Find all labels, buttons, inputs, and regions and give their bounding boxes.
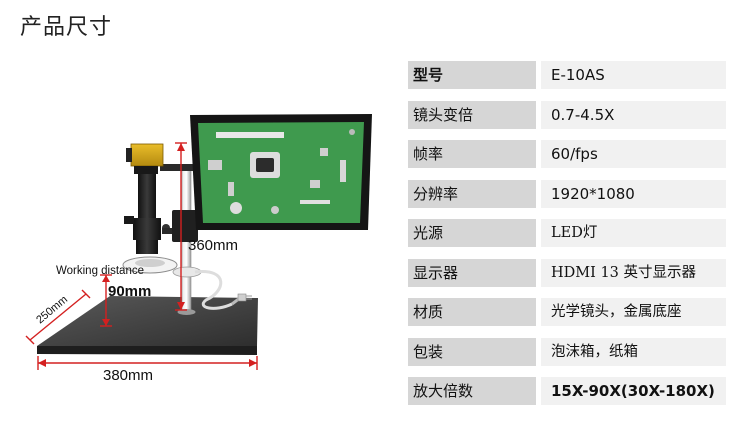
width-label: 380mm (103, 367, 153, 384)
spec-value: 15X-90X(30X-180X) (541, 377, 726, 405)
monitor (190, 114, 372, 230)
spec-value: 60/fps (541, 140, 726, 168)
dimension-width (37, 356, 258, 370)
spec-row-zoom: 镜头变倍 0.7-4.5X (408, 100, 728, 129)
spec-row-display: 显示器 HDMI 13 英寸显示器 (408, 258, 728, 287)
spec-label: 材质 (408, 298, 536, 326)
spec-label: 光源 (408, 219, 536, 247)
spec-row-light-source: 光源 LED灯 (408, 219, 728, 247)
camera-body (126, 143, 164, 174)
spec-row-material: 材质 光学镜头，金属底座 (408, 298, 728, 326)
spec-value: 光学镜头，金属底座 (541, 298, 726, 326)
product-illustration: 360mm Working distance 90mm 250mm 380mm (25, 114, 372, 384)
working-distance-value: 90mm (108, 283, 151, 300)
spec-value: E-10AS (541, 61, 726, 89)
power-cable (194, 270, 233, 310)
dimension-depth (25, 289, 91, 345)
ring-light (122, 256, 202, 278)
spec-row-resolution: 分辨率 1920*1080 (408, 179, 728, 208)
spec-label: 帧率 (408, 140, 536, 168)
spec-label: 放大倍数 (408, 377, 536, 405)
spec-row-model: 型号 E-10AS (408, 61, 728, 89)
working-distance-caption: Working distance (56, 265, 144, 277)
dimension-height (175, 142, 187, 311)
spec-value: LED灯 (541, 219, 726, 247)
spec-row-magnification: 放大倍数 15X-90X(30X-180X) (408, 377, 728, 405)
height-label: 360mm (188, 237, 238, 254)
spec-value: 0.7-4.5X (541, 100, 726, 129)
spec-label: 包装 (408, 337, 536, 366)
stand-base (37, 296, 258, 355)
spec-label: 显示器 (408, 258, 536, 287)
spec-value: 泡沫箱，纸箱 (541, 337, 726, 366)
dimension-working-distance (100, 274, 112, 327)
page-title: 产品尺寸 (20, 15, 113, 40)
zoom-lens (124, 174, 161, 254)
spec-value: 1920*1080 (541, 179, 726, 208)
spec-row-frame-rate: 帧率 60/fps (408, 140, 728, 168)
spec-row-packaging: 包装 泡沫箱，纸箱 (408, 337, 728, 366)
spec-value: HDMI 13 英寸显示器 (541, 258, 726, 287)
spec-table: 型号 E-10AS 镜头变倍 0.7-4.5X 帧率 60/fps 分辨率 19… (408, 61, 728, 417)
spec-label: 镜头变倍 (408, 100, 536, 129)
spec-label: 型号 (408, 61, 536, 89)
spec-label: 分辨率 (408, 179, 536, 208)
focus-block (162, 210, 198, 242)
